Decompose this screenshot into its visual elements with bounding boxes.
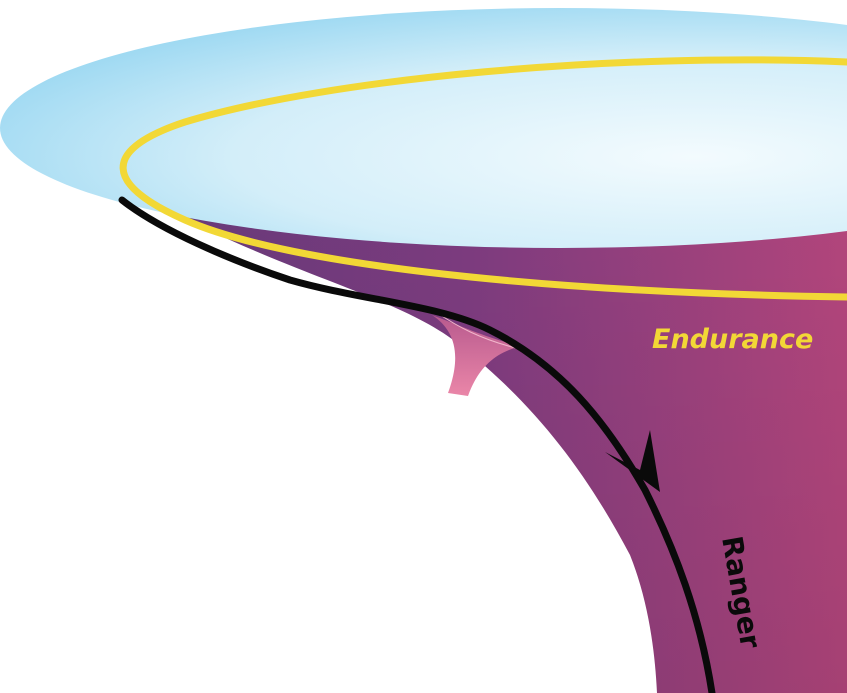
funnel-wall-shade <box>10 140 847 693</box>
endurance-orbit-ring <box>119 56 847 301</box>
trajectory-arrowhead <box>605 430 660 492</box>
ranger-trajectory <box>118 196 716 693</box>
endurance-label: Endurance <box>652 324 813 355</box>
funnel-top-surface <box>0 8 847 248</box>
minor-gravity-well <box>432 315 522 396</box>
